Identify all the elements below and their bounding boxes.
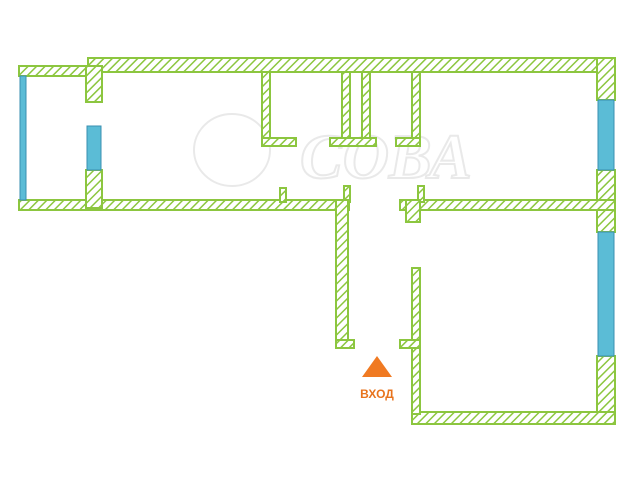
window-right-upper <box>597 99 615 171</box>
wc-right-wall <box>411 71 421 143</box>
bath-bottom-wall <box>261 137 297 147</box>
left-room-bottom-wall <box>18 199 350 211</box>
window-left-balcony <box>19 75 27 201</box>
window-right-lower <box>597 231 615 357</box>
exterior-walls <box>18 57 616 425</box>
watermark-text: СОВА <box>300 121 472 192</box>
hall-right-stub <box>405 199 421 223</box>
hall-right-wall-end <box>399 339 421 349</box>
hall-left-wall-end <box>335 339 355 349</box>
watermark-logo: СОВА <box>193 113 473 193</box>
bottom-wall <box>411 411 616 425</box>
closet-left-wall <box>341 71 351 147</box>
left-lower-pillar <box>85 169 103 209</box>
entrance-label: ВХОД <box>360 387 394 401</box>
windows <box>19 75 615 357</box>
top-wall <box>87 57 616 73</box>
interior-walls <box>261 71 425 415</box>
right-wall-top <box>596 57 616 101</box>
entrance-marker: ВХОД <box>360 356 394 401</box>
closet-right-wall <box>361 71 371 147</box>
hall-left-wall <box>335 199 349 347</box>
right-room-top-wall <box>399 199 616 211</box>
bath-left-wall <box>261 71 271 143</box>
left-pillar <box>85 65 103 103</box>
door-stub-1 <box>279 187 287 203</box>
top-wall-left-step <box>18 65 89 77</box>
window-left-room <box>86 125 102 171</box>
closet-bottom-wall <box>329 137 377 147</box>
triangle-up-icon <box>362 356 392 377</box>
wc-bottom-wall <box>395 137 421 147</box>
